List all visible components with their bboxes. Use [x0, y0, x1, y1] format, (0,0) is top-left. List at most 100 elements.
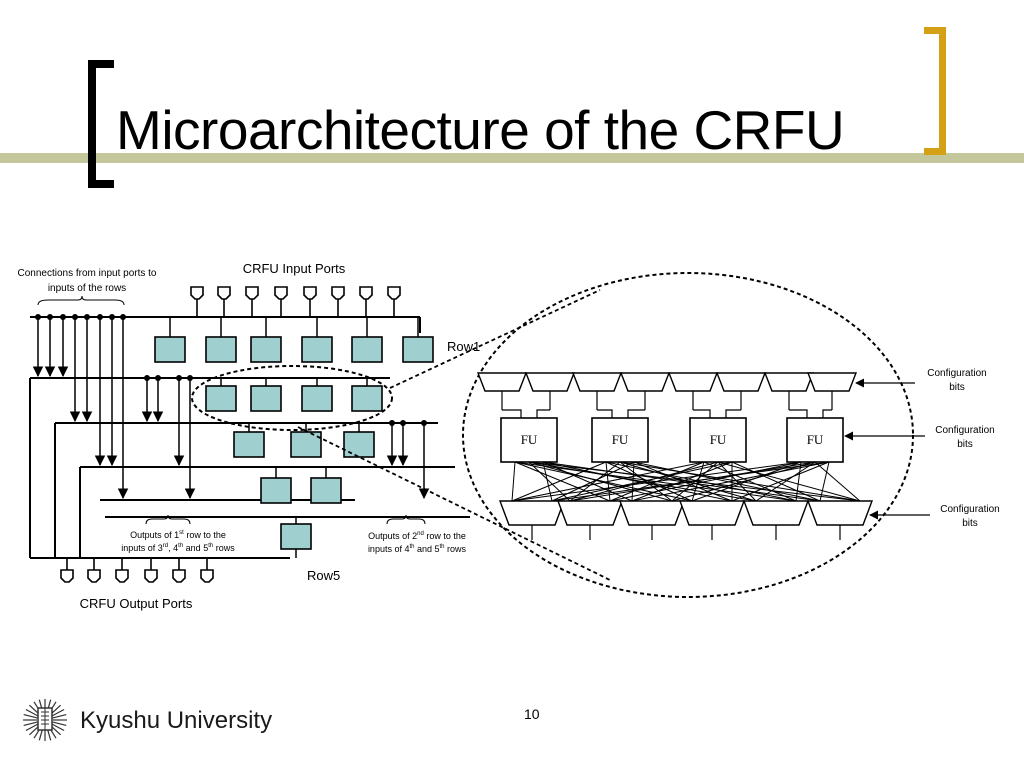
input-mux	[667, 372, 719, 392]
input-connection-lines	[32, 317, 430, 500]
connection-dots	[35, 314, 427, 426]
connection-dot	[421, 420, 427, 426]
crossbar-wire	[619, 461, 861, 502]
crossbar-wire	[717, 461, 757, 502]
functional-cell	[301, 336, 333, 363]
functional-cell	[250, 336, 282, 363]
connections-label-line1: Connections from input ports to	[18, 268, 157, 279]
crossbar-wire	[542, 461, 633, 502]
crossbar-wire	[511, 461, 705, 502]
input-mux	[763, 372, 815, 392]
left-bracket	[88, 60, 114, 188]
output-port	[144, 569, 158, 583]
emblem-ray	[52, 714, 67, 719]
crossbar-wire	[671, 461, 816, 502]
input-mux	[619, 372, 671, 392]
crossbar-wire	[551, 461, 830, 502]
connection-dot	[109, 314, 115, 320]
functional-cell	[351, 336, 383, 363]
output-ports	[60, 558, 214, 583]
crossbar-wire	[731, 461, 830, 502]
connection-dot	[47, 314, 53, 320]
config-bits-3-line1: Configuration	[940, 504, 999, 515]
crossbar-wire	[605, 461, 797, 502]
crossbar-wire	[814, 461, 861, 502]
config-bits-1-line2: bits	[949, 382, 965, 393]
crossbar-wire	[609, 461, 802, 502]
functional-cell	[233, 431, 265, 458]
config-bits-1-line1: Configuration	[927, 368, 986, 379]
input-port	[274, 286, 288, 300]
output-port	[172, 569, 186, 583]
emblem-ray	[51, 723, 65, 732]
crossbar-wire	[631, 461, 830, 502]
crossbar-wire	[795, 461, 802, 502]
config-bits-2-line1: Configuration	[935, 425, 994, 436]
connection-dot	[155, 375, 161, 381]
input-mux	[571, 372, 623, 392]
functional-cell	[154, 336, 186, 363]
crossbar-wire	[633, 461, 821, 502]
row5-label: Row5	[307, 568, 340, 583]
crossbar-wire	[551, 461, 635, 502]
crossbar-wires	[511, 461, 861, 502]
crossbar-wire	[569, 461, 621, 502]
zoom-ellipse	[462, 272, 914, 598]
crossbar-wire	[511, 461, 516, 502]
config-bits-3-line2: bits	[962, 518, 978, 529]
row1-label: Row1	[447, 339, 480, 354]
output-ports-label: CRFU Output Ports	[80, 596, 193, 611]
functional-cell	[310, 477, 342, 504]
functional-cell	[250, 385, 282, 412]
note1-line1: Outputs of 1st row to the	[130, 530, 226, 540]
cell-array	[154, 317, 434, 558]
output-port	[87, 569, 101, 583]
input-port	[331, 286, 345, 300]
input-mux	[806, 372, 858, 392]
row2-highlight-ellipse	[191, 365, 393, 431]
input-port	[387, 286, 401, 300]
crossbar-wire	[631, 461, 733, 502]
crossbar-wire	[542, 461, 733, 502]
output-port	[200, 569, 214, 583]
output-port	[115, 569, 129, 583]
output-mux	[742, 500, 810, 526]
right-bracket	[924, 27, 946, 155]
emblem-ray	[25, 708, 39, 717]
emblem-ray	[25, 723, 39, 732]
functional-cell	[260, 477, 292, 504]
output-mux	[678, 500, 746, 526]
output-mux	[498, 500, 566, 526]
output-mux	[806, 500, 874, 526]
connection-dot	[187, 375, 193, 381]
page-number: 10	[524, 706, 540, 722]
connections-brace	[37, 295, 125, 306]
note2-line2: inputs of 4th and 5th rows	[368, 544, 467, 554]
note1-line2: inputs of 3rd, 4th and 5th rows	[121, 543, 235, 553]
mux-wire	[693, 409, 741, 418]
connection-dot	[35, 314, 41, 320]
input-multiplexers	[476, 372, 858, 392]
mux-wire	[597, 409, 645, 418]
functional-cell	[280, 523, 312, 550]
connection-dot	[400, 420, 406, 426]
zoom-line-bottom	[297, 426, 611, 581]
mux-wire	[502, 409, 550, 418]
functional-unit-box	[591, 417, 649, 463]
crossbar-wire	[551, 461, 733, 502]
config-bits-2-line2: bits	[957, 439, 973, 450]
note2-line1: Outputs of 2nd row to the	[368, 531, 466, 541]
crossbar-wire	[542, 461, 553, 502]
fu-label: FU	[710, 432, 727, 447]
emblem-ray	[52, 721, 67, 726]
emblem-ray	[23, 721, 38, 726]
connection-dot	[144, 375, 150, 381]
crossbar-wire	[731, 461, 821, 502]
input-ports	[190, 286, 401, 317]
functional-cell	[402, 336, 434, 363]
connection-dot	[389, 420, 395, 426]
crossbar-wire	[703, 461, 797, 502]
